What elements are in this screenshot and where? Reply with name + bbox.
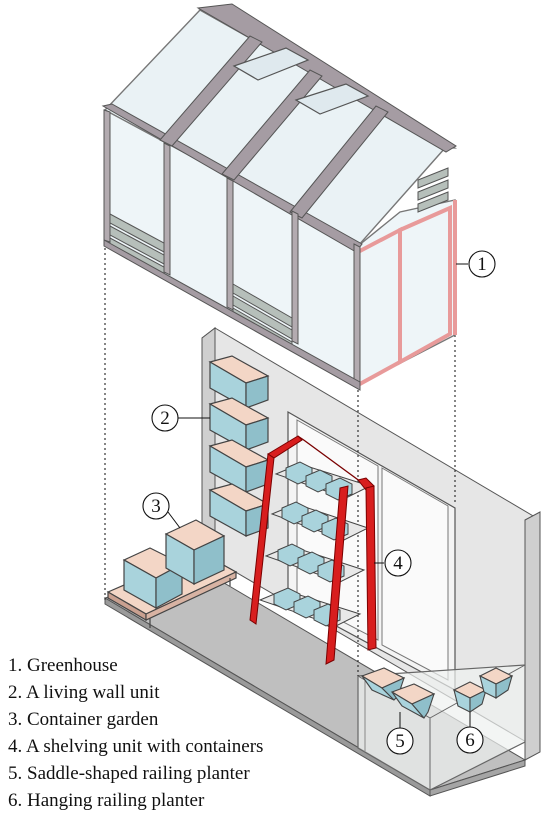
roof-vent <box>294 83 370 115</box>
saddle-railing-planters <box>360 667 436 719</box>
hanging-planter <box>452 681 488 714</box>
legend-item-hanging-planter: 6. Hanging railing planter <box>8 790 205 811</box>
living-wall-planter <box>208 355 270 410</box>
callout-2: 2 <box>151 404 210 432</box>
callout-number: 6 <box>465 730 475 751</box>
legend-item-container-garden: 3. Container garden <box>8 709 159 730</box>
saddle-planter <box>390 683 436 719</box>
hanging-railing-planters <box>452 667 514 714</box>
legend-item-greenhouse: 1. Greenhouse <box>8 655 118 676</box>
callout-number: 4 <box>393 553 403 574</box>
callout-number: 5 <box>395 731 405 752</box>
callout-5: 5 <box>386 712 414 755</box>
callout-3: 3 <box>142 492 181 529</box>
callout-1: 1 <box>456 250 496 278</box>
callout-number: 3 <box>151 496 161 517</box>
greenhouse <box>101 3 458 391</box>
callout-number: 1 <box>477 254 487 275</box>
greenhouse-posts <box>103 109 361 385</box>
living-wall-planter <box>208 397 270 452</box>
legend-item-saddle-planter: 5. Saddle-shaped railing planter <box>8 763 250 784</box>
legend-item-shelving-unit: 4. A shelving unit with containers <box>8 736 264 757</box>
callout-6: 6 <box>456 712 484 754</box>
living-wall-planter <box>208 439 270 494</box>
callouts: 1 2 3 4 5 6 <box>142 250 496 755</box>
legend: 1. Greenhouse 2. A living wall unit 3. C… <box>8 652 328 814</box>
greenhouse-rafters <box>159 35 389 219</box>
callout-number: 2 <box>160 408 170 429</box>
roof-vent <box>232 47 310 81</box>
hanging-planter <box>478 667 514 700</box>
callout-4: 4 <box>374 549 412 577</box>
living-wall-unit <box>208 355 270 538</box>
shelving-red-frame <box>249 435 377 665</box>
container-garden <box>106 519 238 628</box>
legend-item-living-wall: 2. A living wall unit <box>8 682 160 703</box>
shelving-unit <box>249 435 377 665</box>
garden-container <box>164 519 226 586</box>
projection-lines <box>104 238 456 676</box>
